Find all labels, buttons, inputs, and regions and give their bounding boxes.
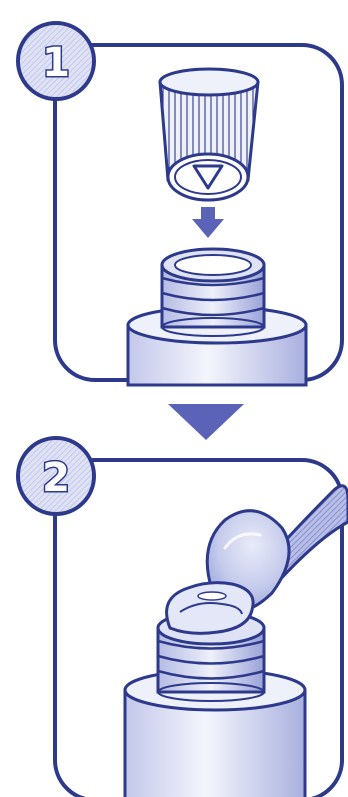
cap-icon bbox=[160, 69, 258, 200]
step-2-badge: 2 bbox=[18, 438, 94, 514]
triangle-down-icon bbox=[168, 404, 244, 440]
step-2-panel: 2 bbox=[18, 438, 348, 797]
step-2-number: 2 bbox=[42, 455, 70, 501]
step-1-panel: 1 bbox=[18, 23, 342, 385]
step-1-number: 1 bbox=[42, 40, 70, 86]
cream-blob-icon bbox=[167, 583, 254, 634]
step-1-badge: 1 bbox=[18, 23, 94, 99]
